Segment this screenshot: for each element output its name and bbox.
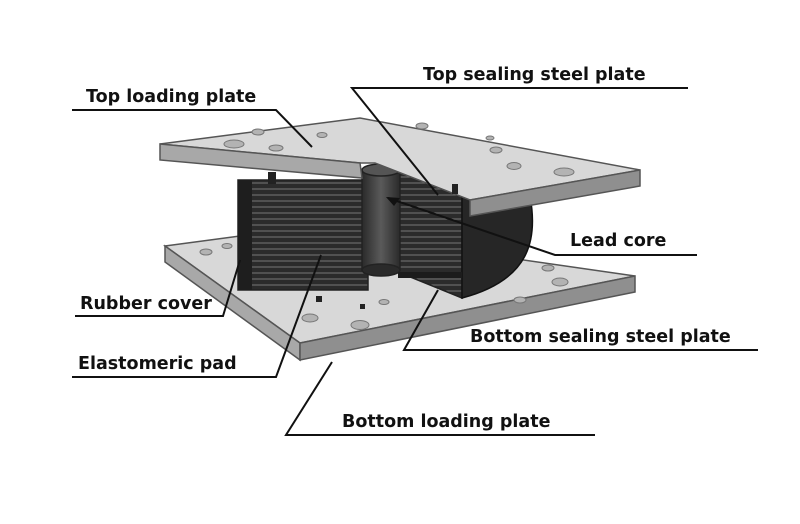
elastomeric-pad-body xyxy=(237,179,369,291)
label-bottom-loading-plate: Bottom loading plate xyxy=(342,412,551,432)
label-top-loading-plate: Top loading plate xyxy=(86,87,256,107)
label-elastomeric-pad: Elastomeric pad xyxy=(78,354,237,374)
label-bottom-sealing-steel-plate: Bottom sealing steel plate xyxy=(470,327,731,347)
bottom-plate-holes xyxy=(199,243,569,330)
label-lead-core: Lead core xyxy=(570,231,666,251)
top-loading-plate xyxy=(159,117,641,217)
top-plate-holes xyxy=(223,122,575,177)
label-rubber-cover: Rubber cover xyxy=(80,294,212,314)
leader-lines xyxy=(72,87,758,436)
leader-bottom-loading-plate xyxy=(284,361,595,436)
leader-top-loading-plate xyxy=(72,109,313,148)
leader-bottom-sealing-steel-plate xyxy=(402,289,758,351)
leader-elastomeric-pad xyxy=(72,254,322,378)
leader-rubber-cover xyxy=(75,259,241,317)
bottom-sealing-steel-plate xyxy=(398,272,462,278)
leader-lead-core xyxy=(387,197,697,256)
label-top-sealing-steel-plate: Top sealing steel plate xyxy=(423,65,646,85)
lead-core xyxy=(361,163,401,277)
leader-top-sealing-steel-plate xyxy=(349,87,688,196)
